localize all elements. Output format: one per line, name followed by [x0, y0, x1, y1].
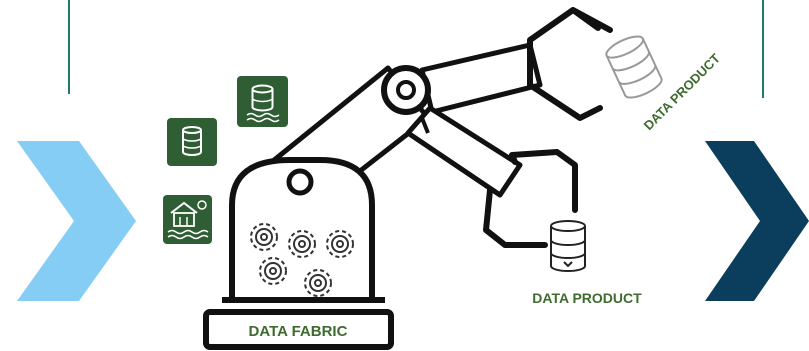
database-icon [167, 118, 217, 166]
chevron-right-dark-icon [705, 141, 809, 301]
robot-gripper-upper [527, 7, 613, 121]
gear-cluster [250, 223, 354, 297]
data-lakehouse-icon [163, 195, 212, 244]
robot-forearm-lower [405, 105, 523, 198]
robot-base-plate [203, 309, 394, 350]
robot-forearm-upper [419, 42, 543, 115]
data-fabric-label: DATA FABRIC [249, 323, 348, 340]
chevron-right-light-icon [17, 141, 136, 301]
robot-shoulder-hook [420, 117, 430, 134]
gear-icon [326, 230, 354, 258]
database-download-icon [550, 220, 586, 272]
robot-elbow-joint [286, 168, 314, 196]
database-cylinder-icon [605, 35, 663, 99]
data-product-label-rotated: DATA PRODUCT [641, 51, 723, 133]
gear-icon [259, 257, 287, 285]
robot-shoulder-inner [396, 80, 416, 100]
robot-gripper-lower [483, 149, 578, 248]
gear-icon [288, 230, 316, 258]
gear-icon [304, 269, 332, 297]
database-waves-icon [237, 76, 288, 127]
gear-icon [250, 223, 278, 251]
data-product-label-bottom: DATA PRODUCT [532, 290, 642, 306]
